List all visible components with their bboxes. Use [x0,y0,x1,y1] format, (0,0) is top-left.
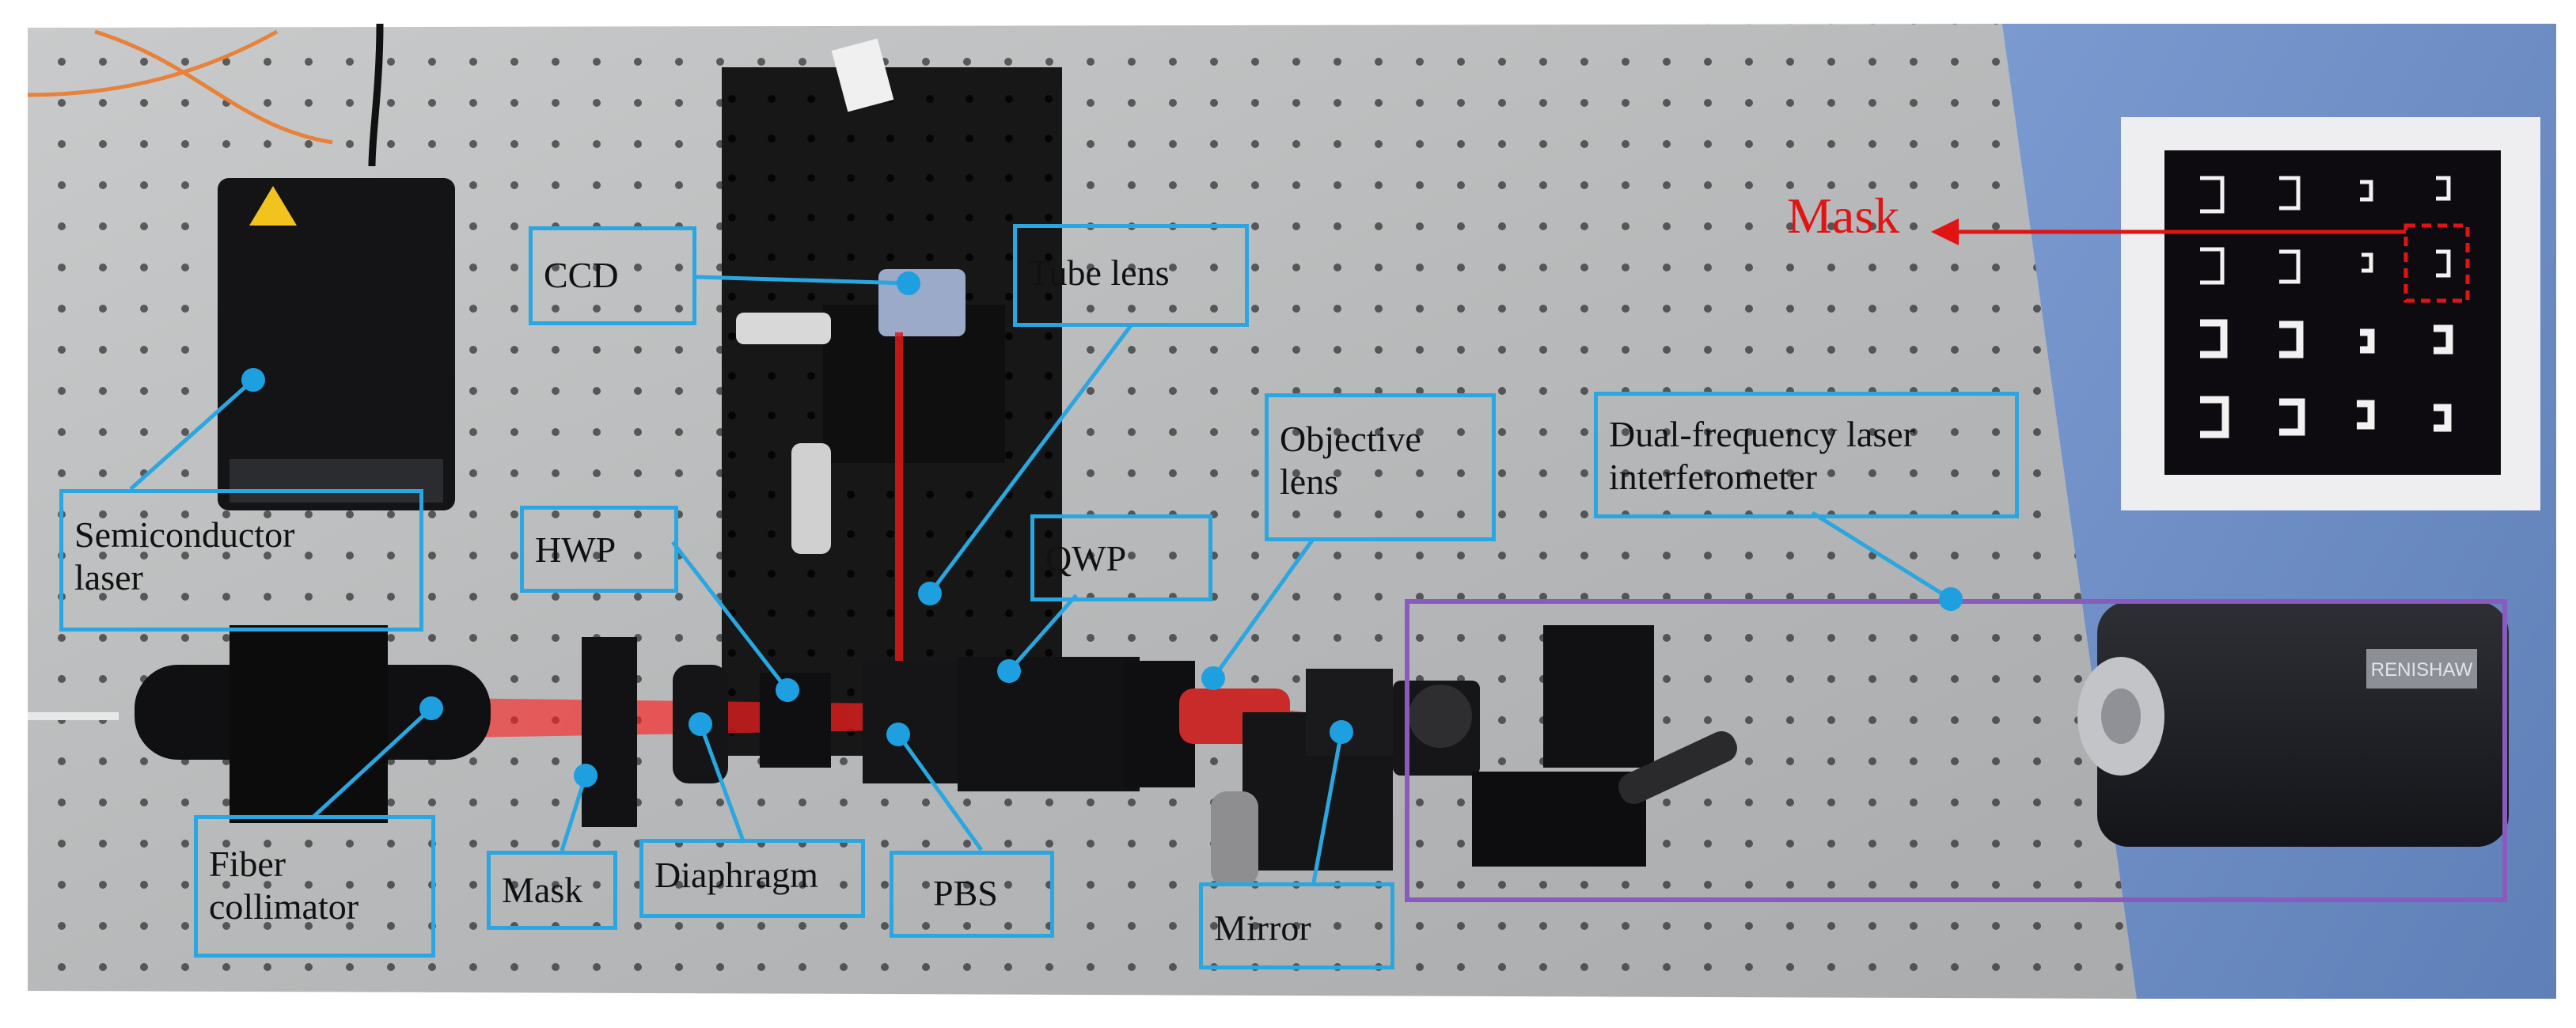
mask-inset-label: Mask [1787,188,1900,244]
laser-warning-icon [249,186,297,226]
label-text: Mirror [1214,908,1311,948]
mirror-mount [1306,669,1393,756]
label-text: collimator [209,886,359,927]
leader-fiber-collimator [311,707,433,819]
label-text: Semiconductor [74,514,295,555]
dot-ccd [897,271,920,295]
label-tube-lens: Tube lens [1013,224,1249,327]
renishaw-badge [2366,649,2477,688]
dot-mask [574,764,598,787]
mask-pattern-array [2200,176,2451,285]
micrometer [791,443,831,554]
label-text: Objective [1280,419,1421,459]
mask-highlight-box [2403,223,2470,303]
label-qwp: QWP [1030,514,1212,601]
qwp-mount [958,657,1140,791]
callout-dots [241,271,1963,787]
leader-pbs [896,733,984,852]
semiconductor-laser-device [218,178,455,510]
collimator-mount [230,625,388,823]
fiber-cable [94,29,333,145]
label-mask: Mask [487,851,617,930]
label-text: interferometer [1609,457,1818,497]
leader-mirror [1311,731,1344,883]
leader-objective-lens [1211,537,1316,680]
dot-qwp [997,659,1021,683]
label-text: CCD [544,255,619,295]
label-hwp: HWP [520,506,678,593]
pbs-device [863,661,966,783]
micrometer [736,313,831,344]
label-text: Mask [502,870,583,910]
label-text: Dual-frequency laser [1609,414,1915,454]
vertical-laser-beam [895,332,903,696]
leader-semiconductor-laser [129,378,255,491]
reflector-device [1543,625,1654,768]
dot-mirror [1330,720,1353,744]
leader-hwp [671,541,789,692]
label-mirror: Mirror [1199,882,1394,969]
label-ccd: CCD [529,226,696,325]
label-text: Diaphragm [654,855,818,895]
label-text: HWP [535,529,616,570]
leader-ccd [696,275,909,286]
micrometer [1211,791,1258,886]
label-fiber-collimator: Fiber collimator [194,815,435,958]
mask-pattern-array [2200,319,2453,438]
dot-pbs [886,723,910,746]
dot-hwp [776,678,799,702]
label-text: PBS [933,873,998,913]
label-diaphragm: Diaphragm [639,839,865,918]
label-text: laser [74,557,143,597]
renishaw-target [1409,685,1472,748]
mask-holder [582,637,637,827]
dot-diaphragm [689,712,712,736]
label-text: Fiber [209,844,286,884]
leader-qwp [1007,594,1078,673]
dot-objective-lens [1201,666,1225,690]
reflector-rod [1618,730,1738,805]
renishaw-logo-text: RENISHAW [2371,659,2473,681]
interferometer-lens [2101,688,2141,744]
label-text: lens [1280,461,1339,502]
label-objective-lens: Objective lens [1265,393,1496,541]
leader-diaphragm [698,723,746,844]
ccd-camera-device [878,269,966,336]
dot-semiconductor-laser [241,368,265,392]
label-text: QWP [1045,538,1127,578]
fiber-cable [27,29,279,97]
label-text: Tube lens [1028,252,1170,293]
label-semiconductor-laser: Semiconductor laser [59,489,423,632]
label-pbs: PBS [890,851,1054,938]
dot-interferometer [1939,587,1963,611]
leader-tube-lens [928,323,1133,595]
laser-front-panel [230,459,443,503]
label-interferometer: Dual-frequency laser interferometer [1594,392,2019,518]
leader-interferometer [1811,510,1952,601]
callout-leader-lines [129,275,1952,883]
mask-inset-arrowhead [1931,218,1959,245]
reflector-base [1472,772,1646,867]
leader-mask [560,775,588,852]
dot-tube-lens [918,582,942,605]
power-cable [368,23,384,167]
dot-fiber-collimator [419,696,443,720]
device-tag [831,38,894,112]
